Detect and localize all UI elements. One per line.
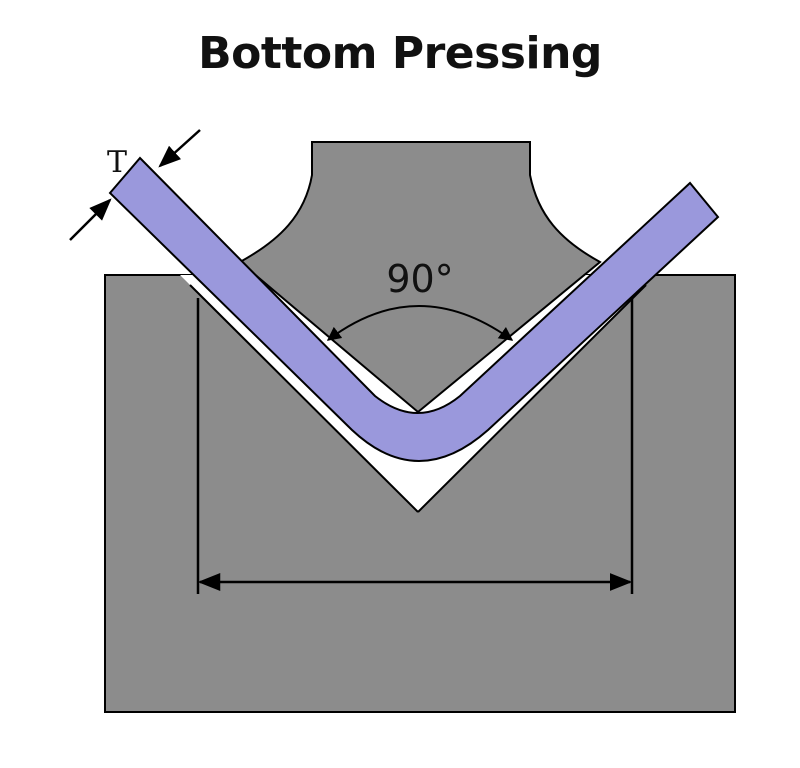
- diagram-title: Bottom Pressing: [198, 28, 602, 79]
- angle-arc: [326, 305, 514, 341]
- thickness-arrow-top: [158, 129, 201, 168]
- thickness-label: T: [107, 145, 127, 180]
- thickness-arrow-bottom: [69, 198, 112, 241]
- sheet-metal: [108, 156, 720, 462]
- angle-label: 90°: [386, 257, 453, 301]
